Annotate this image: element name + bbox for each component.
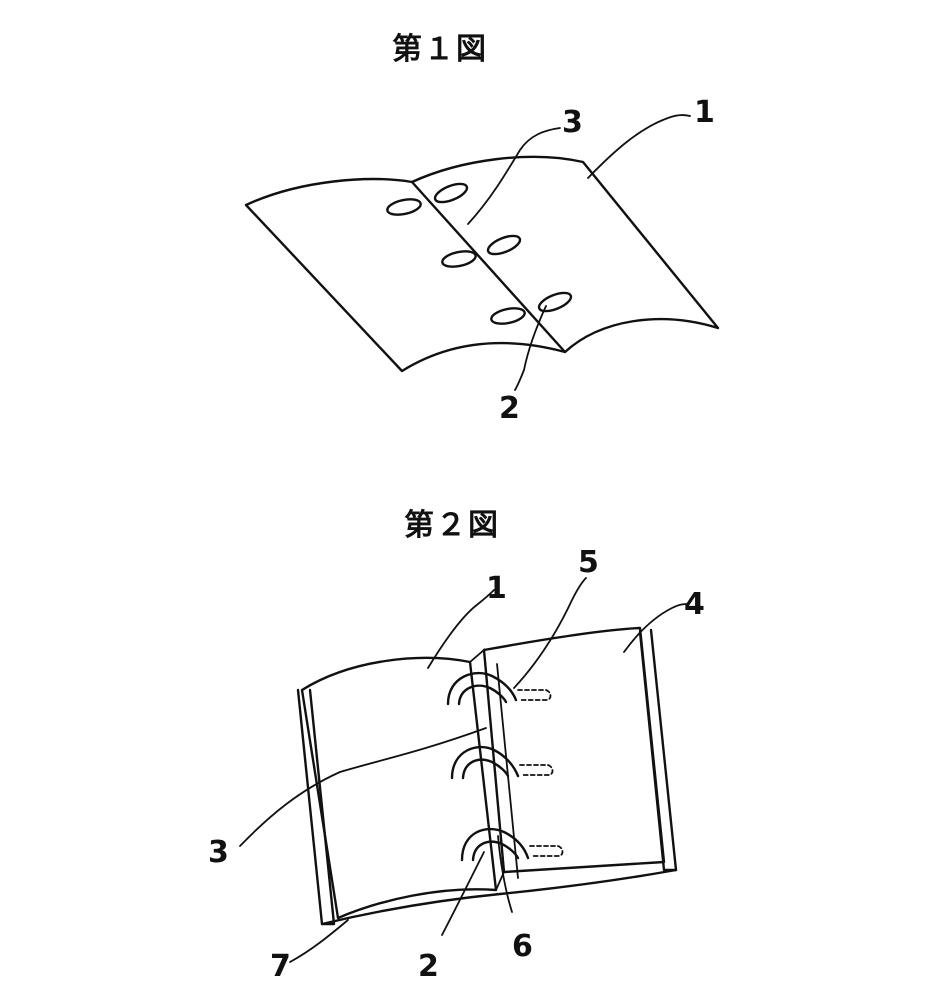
leader-line-fig2-2 bbox=[441, 851, 485, 936]
label-1: 1 bbox=[694, 95, 715, 130]
leader-line-3 bbox=[467, 127, 561, 225]
leader-line-1 bbox=[587, 114, 691, 179]
figure-2-drawing: 1 5 4 3 6 2 7 bbox=[208, 545, 705, 984]
leader-line-fig2-1 bbox=[427, 589, 495, 669]
leader-line-fig2-5 bbox=[513, 577, 587, 689]
label-3: 3 bbox=[562, 105, 583, 140]
label-fig2-5: 5 bbox=[578, 545, 599, 580]
fold-line bbox=[410, 180, 567, 354]
right-page-inner bbox=[496, 663, 519, 879]
binding-holes bbox=[386, 182, 573, 325]
label-fig2-2: 2 bbox=[418, 949, 439, 984]
right-page-outline bbox=[482, 626, 666, 874]
binder-rings bbox=[446, 671, 564, 862]
leader-line-2 bbox=[514, 305, 547, 391]
spine-line bbox=[469, 648, 505, 891]
label-fig2-6: 6 bbox=[512, 929, 533, 964]
leader-line-fig2-6 bbox=[497, 835, 513, 913]
leader-line-fig2-7 bbox=[289, 919, 349, 963]
label-fig2-7: 7 bbox=[270, 949, 291, 984]
cover-right-edge bbox=[638, 628, 678, 872]
cover-bottom-edge bbox=[320, 868, 678, 926]
label-fig2-1: 1 bbox=[486, 571, 507, 606]
cover-left-edge bbox=[296, 688, 336, 926]
sheet-outline bbox=[244, 155, 720, 373]
figure-1-drawing: 3 1 2 bbox=[244, 95, 720, 426]
leader-line-fig2-4 bbox=[623, 603, 689, 653]
left-page-outline bbox=[300, 656, 498, 920]
label-fig2-3: 3 bbox=[208, 835, 229, 870]
figure-1-title: 第１図 bbox=[392, 32, 488, 67]
label-2: 2 bbox=[499, 391, 520, 426]
leader-line-fig2-3 bbox=[239, 727, 487, 847]
label-fig2-4: 4 bbox=[684, 587, 705, 622]
figure-2-title: 第２図 bbox=[404, 508, 500, 543]
